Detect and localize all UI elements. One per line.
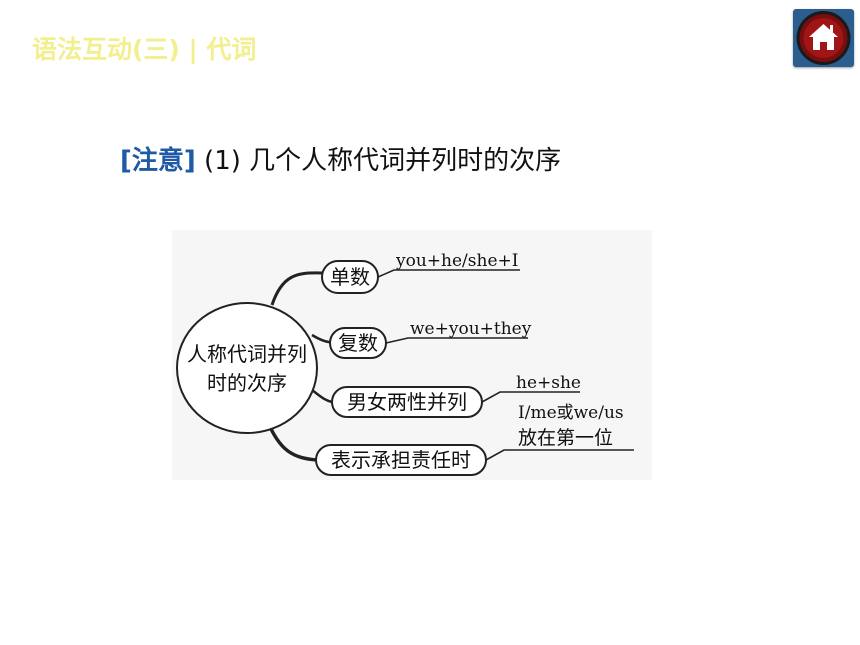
branch-leader-1 xyxy=(377,269,520,278)
note-line: [注意] (1) 几个人称代词并列时的次序 xyxy=(120,140,561,177)
branch-label-4: 表示承担责任时 xyxy=(331,448,471,472)
branch-leader-4 xyxy=(485,449,634,461)
center-label-line1: 人称代词并列 xyxy=(187,342,307,366)
connector-1 xyxy=(270,271,323,306)
branch-label-1: 单数 xyxy=(330,265,370,289)
note-text: (1) 几个人称代词并列时的次序 xyxy=(204,146,562,176)
branch-label-2: 复数 xyxy=(338,331,378,355)
branch-label-3: 男女两性并列 xyxy=(347,390,467,414)
center-label-line2: 时的次序 xyxy=(207,371,287,395)
branch-detail-3: he+she xyxy=(516,373,581,393)
home-icon xyxy=(796,11,851,65)
branch-detail-4a: I/me或we/us xyxy=(518,403,624,423)
home-button[interactable] xyxy=(793,9,854,67)
note-tag: [注意] xyxy=(120,146,196,176)
mind-map-diagram: 人称代词并列 时的次序 单数 you+he/she+I 复数 we+you+th… xyxy=(172,230,652,480)
branch-leader-3 xyxy=(481,391,580,403)
center-node xyxy=(176,302,318,434)
branch-detail-1: you+he/she+I xyxy=(395,251,518,271)
branch-detail-2: we+you+they xyxy=(410,319,532,339)
branch-leader-2 xyxy=(385,337,528,344)
connector-2 xyxy=(311,333,331,344)
connector-3 xyxy=(311,389,333,404)
branch-detail-4b: 放在第一位 xyxy=(518,427,613,449)
page-title: 语法互动(三) | 代词 xyxy=(32,35,257,64)
